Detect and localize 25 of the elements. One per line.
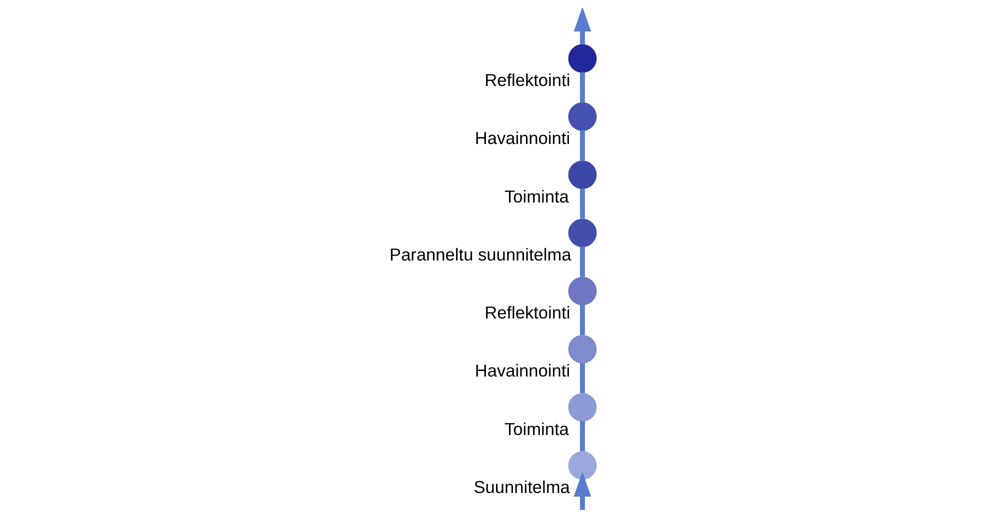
node-label: Reflektointi <box>484 302 570 323</box>
connector <box>580 246 585 277</box>
arrow <box>574 8 592 45</box>
node-label: Toiminta <box>504 418 569 439</box>
node-circle <box>568 218 597 248</box>
node-circle <box>568 44 597 73</box>
connector <box>580 188 585 219</box>
node-label: Havainnointi <box>474 128 570 148</box>
node-circle <box>568 334 597 364</box>
node-circle <box>568 451 597 480</box>
node-label: Toiminta <box>504 186 569 206</box>
connector <box>580 362 585 394</box>
node-label: Havainnointi <box>474 360 570 381</box>
connector <box>580 72 585 102</box>
node-label: Reflektointi <box>484 70 570 90</box>
connector <box>580 130 585 161</box>
arrow <box>574 472 592 510</box>
node-circle <box>568 393 597 422</box>
node-circle <box>568 102 597 131</box>
connector <box>580 421 585 452</box>
node-label: Suunnitelma <box>474 476 570 497</box>
node-circle <box>568 160 597 190</box>
node-label: Paranneltu suunnitelma <box>390 244 572 264</box>
connector <box>580 304 585 336</box>
node-circle <box>568 276 597 306</box>
